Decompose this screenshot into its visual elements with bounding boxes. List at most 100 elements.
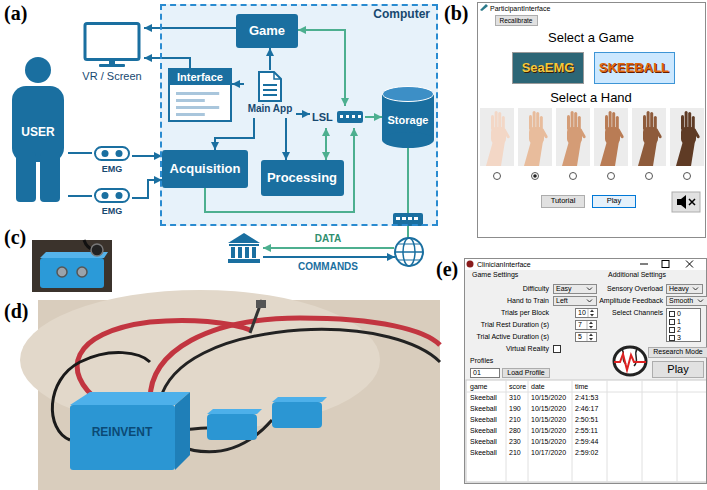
globe-icon — [395, 251, 423, 253]
column-header: game — [470, 383, 488, 391]
node-text: 1 — [669, 318, 681, 326]
node-text: ClinicianInterface — [477, 261, 531, 269]
profile-table — [466, 380, 707, 482]
command-arrow — [263, 256, 395, 258]
dropdown-shape — [698, 300, 703, 303]
institution-icon — [228, 233, 260, 243]
profile-table — [466, 392, 707, 393]
node-text: Play — [607, 197, 622, 206]
table-cell: 2:50:51 — [575, 416, 598, 424]
storage-cylinder-shape — [382, 132, 434, 148]
push-button: Recalibrate — [495, 15, 538, 26]
app-document-shape — [263, 84, 277, 86]
clinician-window-ground — [465, 259, 707, 270]
system-photo — [207, 414, 257, 440]
display-icon-shape — [80, 22, 144, 94]
table-cell: 10/15/2020 — [531, 416, 566, 424]
mute-icon — [672, 192, 700, 212]
column-header: score — [509, 383, 526, 391]
table-cell: 2:59:44 — [575, 438, 598, 446]
hand-choice — [676, 111, 700, 166]
network-switch — [352, 115, 355, 118]
computer-ground — [160, 4, 438, 226]
push-button: Play — [652, 361, 704, 378]
node-text: Interface — [177, 71, 223, 84]
spin-box-shape — [589, 322, 593, 325]
system-photo — [272, 397, 327, 402]
system-photo — [207, 409, 262, 414]
table-cell: 190 — [509, 405, 521, 413]
node-text: Play — [667, 363, 688, 376]
table-cell: 10/17/2020 — [531, 449, 566, 457]
table-cell: 210 — [509, 416, 521, 424]
node-text: Acquisition — [170, 162, 241, 177]
display-icon: VR / Screen — [80, 22, 144, 94]
device-photo — [40, 258, 104, 288]
network-switch — [414, 217, 418, 220]
institution-icon — [245, 247, 249, 258]
user-figure-shape — [12, 86, 64, 162]
app-document-shape — [263, 94, 277, 96]
radio-button — [494, 173, 501, 180]
hand-choice — [638, 111, 662, 166]
network-switch — [340, 115, 343, 118]
brain-logo — [614, 347, 646, 375]
game-logo: SKEEBALL — [594, 52, 675, 84]
emg-sensor-shape — [116, 150, 123, 157]
node-text: Recalibrate — [500, 17, 533, 24]
spin-box-shape — [587, 333, 588, 341]
flow-connector — [296, 113, 310, 115]
table-cell: 310 — [509, 394, 521, 402]
flow-connector — [68, 195, 92, 197]
device-photo — [32, 240, 112, 292]
participant-window-ground — [477, 2, 706, 238]
table-cell: Skeeball — [470, 405, 497, 413]
table-cell: 10/15/2020 — [531, 438, 566, 446]
flow-connector — [365, 116, 382, 118]
app-document: Main App — [244, 70, 296, 118]
emg-sensor-shape — [95, 189, 129, 202]
app-document-shape — [274, 72, 281, 79]
table-cell: 2:59:02 — [575, 449, 598, 457]
spin-box-shape — [590, 310, 594, 313]
institution-icon — [228, 259, 260, 263]
network-switch — [337, 111, 363, 123]
device-photo — [77, 267, 87, 277]
window-controls — [662, 261, 669, 268]
radio-button — [494, 173, 691, 180]
column-header: time — [575, 383, 588, 391]
hand-choice — [518, 108, 552, 166]
spin-box-shape — [587, 321, 588, 329]
hand-choice — [594, 108, 628, 166]
globe-icon — [395, 238, 423, 266]
push-button: Tutorial — [541, 195, 585, 208]
radio-button — [684, 173, 691, 180]
interface-window-shape — [176, 113, 205, 116]
table-cell: 2:55:11 — [575, 427, 598, 435]
storage-cylinder-shape — [383, 87, 434, 102]
system-photo — [20, 290, 440, 490]
emg-sensor: EMG — [92, 188, 132, 220]
table-cell: Skeeball — [470, 427, 497, 435]
command-arrow — [263, 257, 395, 258]
spin-box: 5 — [575, 332, 597, 342]
table-cell: 10/15/2020 — [531, 405, 566, 413]
window-controls — [640, 264, 648, 265]
participant-window-ground — [480, 4, 488, 11]
flow-connector — [68, 152, 92, 154]
clinician-window-ground — [464, 258, 707, 484]
node-text: Smooth — [669, 297, 693, 305]
group-heading: Additional Settings — [608, 271, 666, 279]
process-box: Game — [236, 14, 298, 48]
network-switch — [346, 115, 349, 118]
node-text: Research Mode — [653, 348, 702, 356]
dropdown-shape — [587, 300, 592, 303]
table-cell: 10/15/2020 — [531, 427, 566, 435]
node-text: Game — [249, 24, 285, 39]
node-text: USER — [21, 126, 54, 140]
node-text: SeaEMG — [522, 61, 575, 76]
spin-box-shape — [589, 334, 593, 337]
interface-window-shape — [176, 92, 219, 95]
flow-connector — [298, 30, 345, 106]
interface-window-shape — [176, 106, 219, 109]
